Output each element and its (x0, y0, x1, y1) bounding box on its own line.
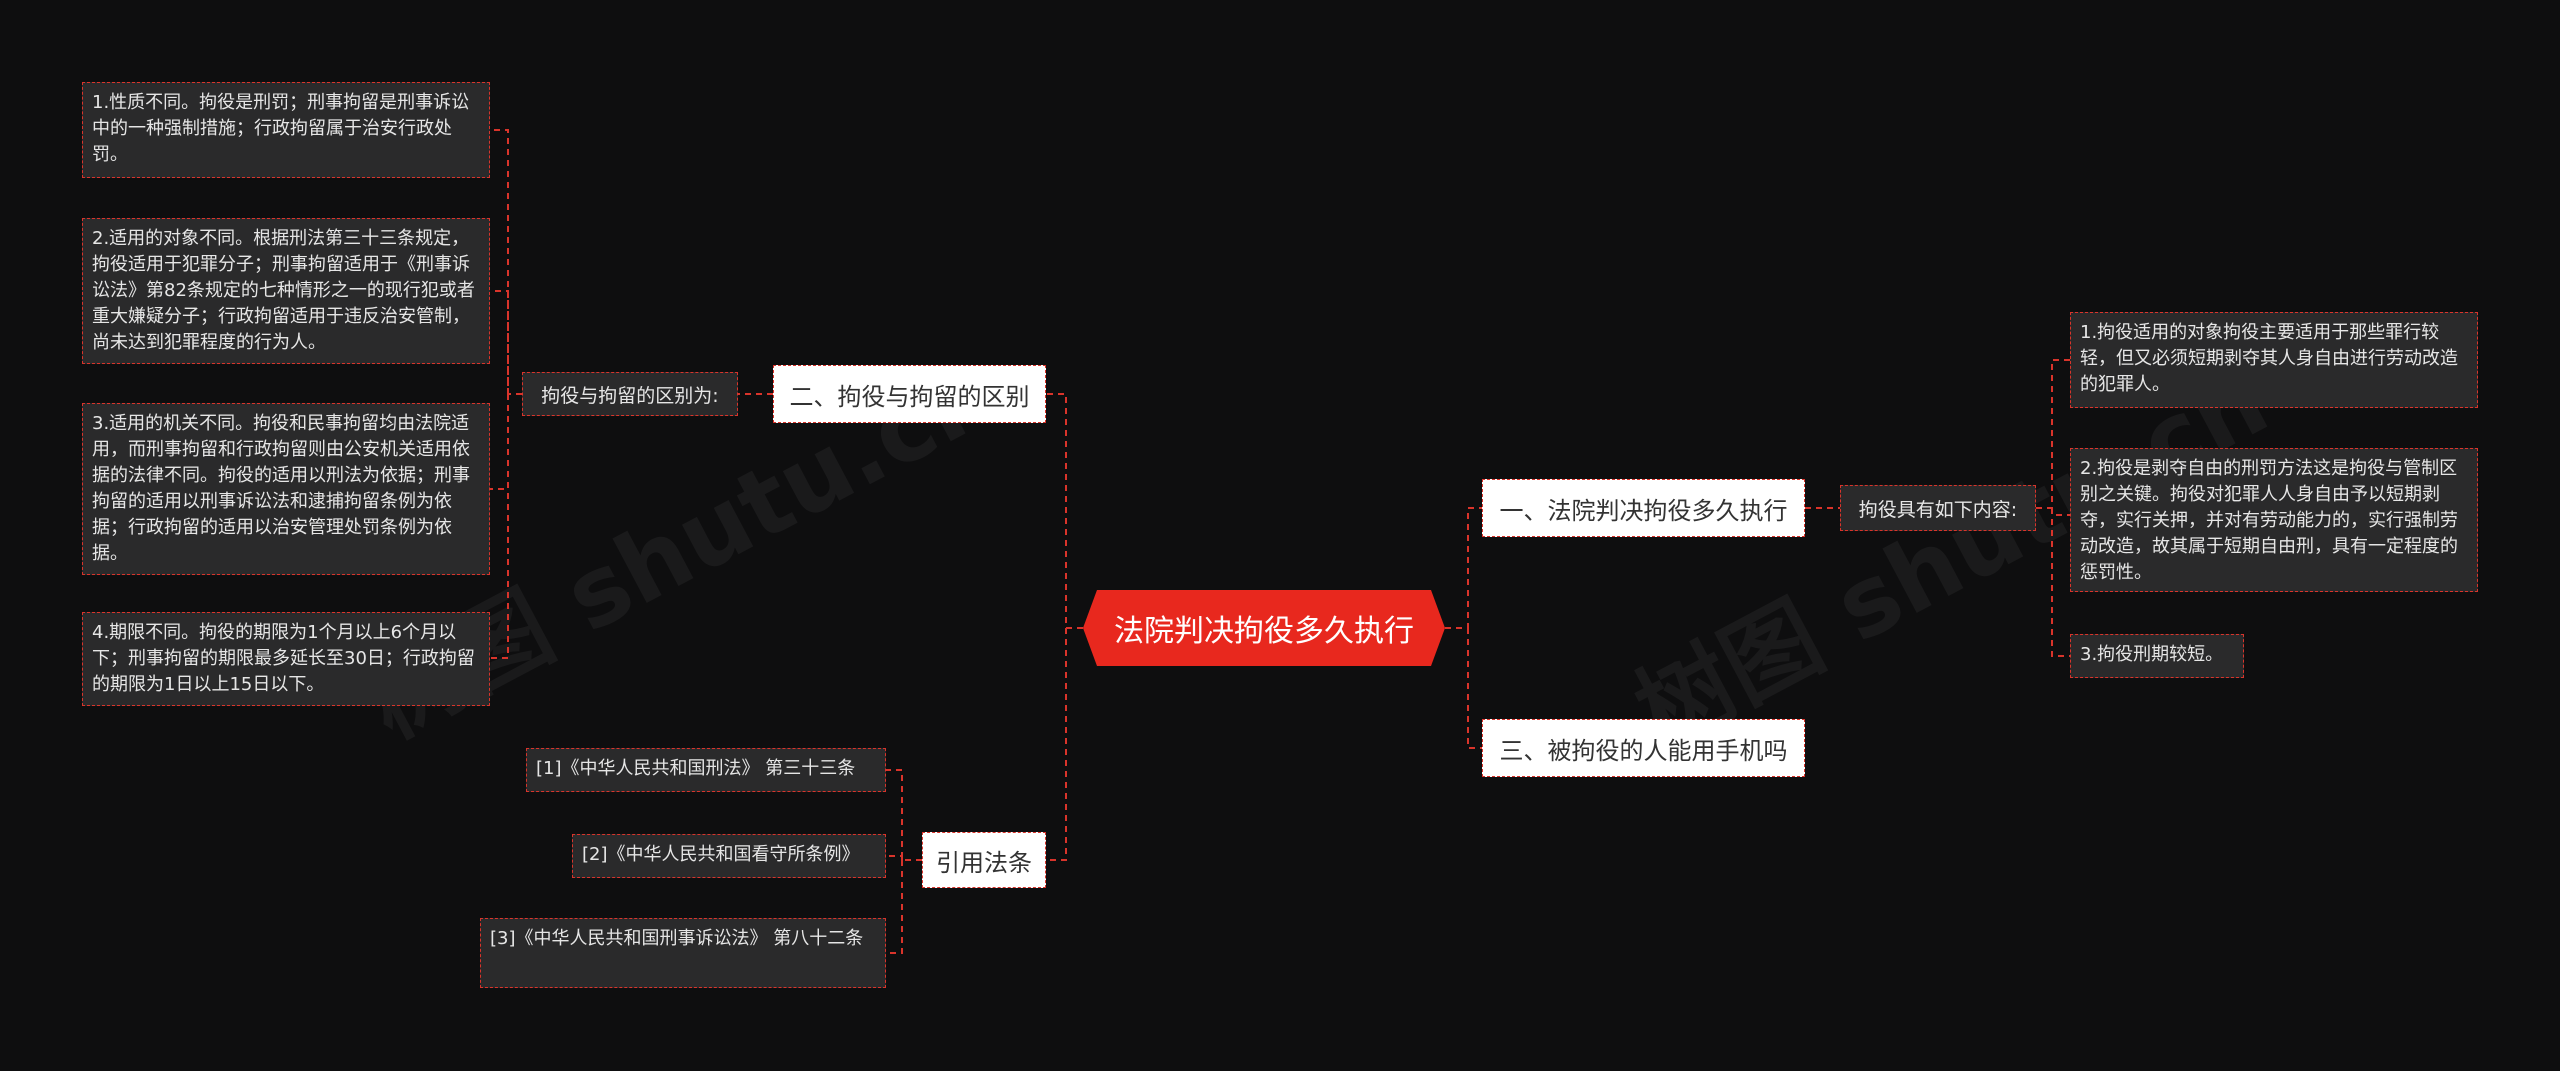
leaf-difference-3[interactable]: 3.适用的机关不同。拘役和民事拘留均由法院适用，而刑事拘留和行政拘留则由公安机关… (82, 403, 490, 575)
branch-citations[interactable]: 引用法条 (922, 832, 1046, 888)
citation-3[interactable]: [3]《中华人民共和国刑事诉讼法》 第八十二条 (480, 918, 886, 988)
leaf-difference-1[interactable]: 1.性质不同。拘役是刑罚；刑事拘留是刑事诉讼中的一种强制措施；行政拘留属于治安行… (82, 82, 490, 178)
link-m2-l3 (490, 394, 509, 490)
branch-execution-time[interactable]: 一、法院判决拘役多久执行 (1482, 479, 1805, 537)
leaf-difference-2[interactable]: 2.适用的对象不同。根据刑法第三十三条规定，拘役适用于犯罪分子；刑事拘留适用于《… (82, 218, 490, 364)
link-b4-c3 (886, 860, 903, 954)
link-m1-r3 (2051, 508, 2070, 657)
link-m1-r1 (2036, 359, 2070, 509)
link-b4-c1 (886, 769, 922, 861)
link-m1-r2 (2051, 508, 2070, 516)
link-b4-c2 (886, 855, 903, 860)
link-root-b1 (1445, 507, 1482, 629)
link-m2-l1 (490, 129, 522, 395)
link-m2-l2 (490, 290, 509, 394)
leaf-content-1[interactable]: 1.拘役适用的对象拘役主要适用于那些罪行较轻，但又必须短期剥夺其人身自由进行劳动… (2070, 312, 2478, 408)
link-m2-l4 (490, 394, 509, 659)
citation-1[interactable]: [1]《中华人民共和国刑法》 第三十三条 (526, 748, 886, 792)
citation-2[interactable]: [2]《中华人民共和国看守所条例》 (572, 834, 886, 878)
root-topic[interactable]: 法院判决拘役多久执行 (1083, 590, 1445, 666)
leaf-content-2[interactable]: 2.拘役是剥夺自由的刑罚方法这是拘役与管制区别之关键。拘役对犯罪人人身自由予以短… (2070, 448, 2478, 592)
link-root-b3 (1467, 628, 1482, 749)
branch-difference[interactable]: 二、拘役与拘留的区别 (773, 365, 1046, 423)
leaf-difference-4[interactable]: 4.期限不同。拘役的期限为1个月以上6个月以下；刑事拘留的期限最多延长至30日；… (82, 612, 490, 706)
link-root-b2 (1046, 393, 1083, 629)
leaf-content-3[interactable]: 3.拘役刑期较短。 (2070, 634, 2244, 678)
sub-topic-contents[interactable]: 拘役具有如下内容: (1840, 485, 2036, 531)
branch-phone-use[interactable]: 三、被拘役的人能用手机吗 (1482, 719, 1805, 777)
link-root-b4 (1046, 628, 1067, 861)
sub-topic-differences[interactable]: 拘役与拘留的区别为: (522, 372, 738, 416)
